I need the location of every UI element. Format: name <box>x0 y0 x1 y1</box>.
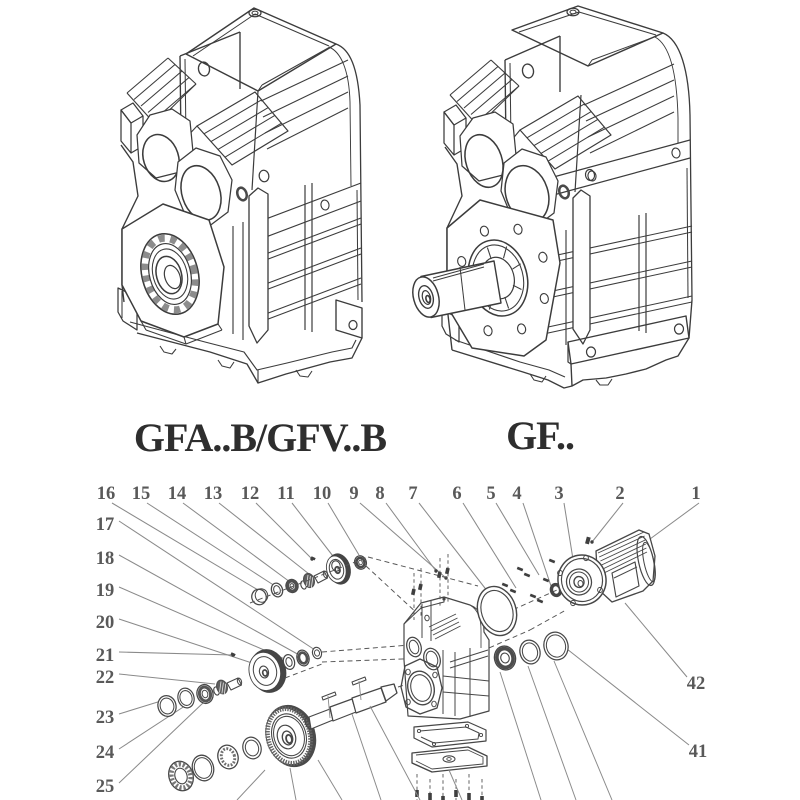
svg-text:1: 1 <box>691 484 700 504</box>
svg-text:22: 22 <box>96 668 115 688</box>
svg-text:15: 15 <box>132 484 151 504</box>
svg-text:17: 17 <box>96 515 115 535</box>
svg-text:13: 13 <box>204 484 223 504</box>
svg-text:23: 23 <box>96 708 115 728</box>
svg-text:10: 10 <box>313 484 332 504</box>
svg-text:19: 19 <box>96 581 115 601</box>
svg-text:6: 6 <box>452 484 461 504</box>
svg-text:12: 12 <box>241 484 260 504</box>
svg-text:4: 4 <box>512 484 521 504</box>
svg-text:41: 41 <box>689 742 708 762</box>
svg-text:20: 20 <box>96 613 115 633</box>
svg-text:11: 11 <box>277 484 294 504</box>
svg-text:18: 18 <box>96 549 115 569</box>
svg-text:42: 42 <box>687 674 706 694</box>
svg-text:GFA..B/GFV..B: GFA..B/GFV..B <box>134 415 387 460</box>
svg-text:5: 5 <box>486 484 495 504</box>
svg-text:GF..: GF.. <box>506 413 574 458</box>
svg-text:16: 16 <box>97 484 116 504</box>
svg-text:8: 8 <box>375 484 384 504</box>
svg-text:14: 14 <box>168 484 187 504</box>
svg-text:25: 25 <box>96 777 115 797</box>
svg-text:7: 7 <box>408 484 417 504</box>
svg-text:21: 21 <box>96 646 115 666</box>
svg-text:3: 3 <box>554 484 563 504</box>
svg-text:24: 24 <box>96 743 115 763</box>
svg-text:9: 9 <box>349 484 358 504</box>
svg-text:2: 2 <box>615 484 624 504</box>
